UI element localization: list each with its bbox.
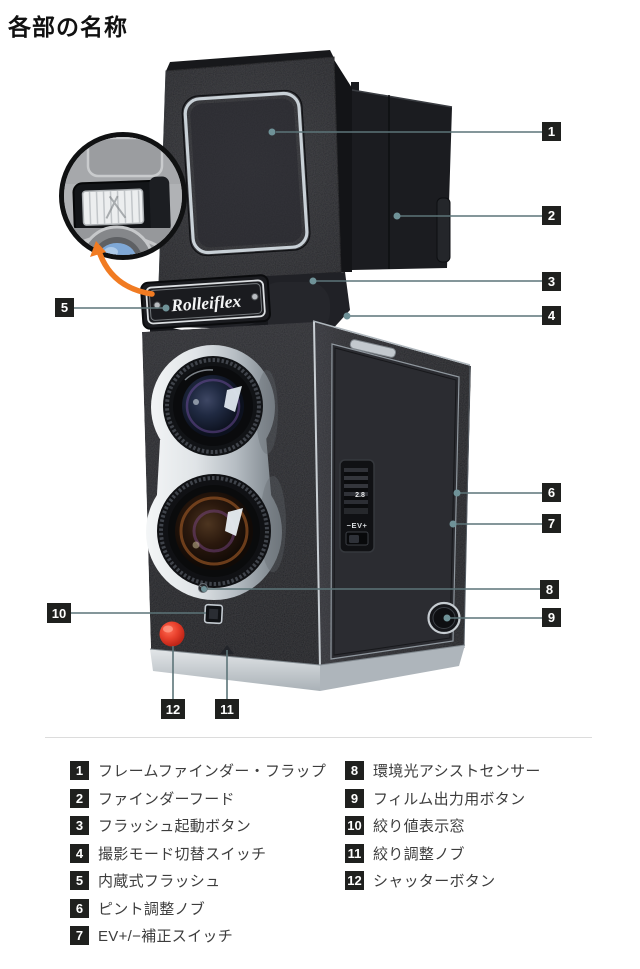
legend-label: シャッターボタン <box>373 873 496 890</box>
legend-item-10: 10 絞り値表示窓 <box>345 816 541 835</box>
callout-9: 9 <box>542 608 561 627</box>
camera-side <box>312 320 471 669</box>
callout-8: 8 <box>540 580 559 599</box>
brand-logo: Rolleiflex <box>170 291 242 316</box>
aperture-display-window <box>203 603 224 625</box>
camera-illustration: 2.8 −EV+ Rolleiflex <box>59 50 542 699</box>
legend-label: 絞り調整ノブ <box>373 845 465 863</box>
taking-lens <box>157 474 271 588</box>
callout-dots <box>162 128 461 622</box>
callout-7: 7 <box>542 514 561 533</box>
page-title: 各部の名称 <box>8 14 128 40</box>
legend-label: フィルム出力用ボタン <box>373 790 526 808</box>
focus-ev-panel: 2.8 −EV+ <box>339 459 375 553</box>
legend-item-3: 3 フラッシュ起動ボタン <box>70 816 326 835</box>
legend-item-12: 12 シャッターボタン <box>345 871 541 890</box>
legend-label: ファインダーフード <box>98 790 235 808</box>
finder-hood <box>158 50 352 286</box>
legend-label: 内蔵式フラッシュ <box>98 873 221 890</box>
base-trim <box>150 649 320 691</box>
callout-1: 1 <box>542 122 561 141</box>
legend-column-right: 8 環境光アシストセンサー 9 フィルム出力用ボタン 10 絞り値表示窓 11 … <box>345 761 541 899</box>
popup-flash <box>72 176 171 235</box>
legend-num: 2 <box>70 788 89 808</box>
divider <box>45 737 592 738</box>
callout-2: 2 <box>542 206 561 225</box>
legend-num: 3 <box>70 816 89 835</box>
aperture-adjust-knob[interactable] <box>220 645 234 654</box>
legend-num: 4 <box>70 843 89 863</box>
legend-num: 8 <box>345 761 364 780</box>
viewing-lens <box>163 356 263 456</box>
legend-label: 環境光アシストセンサー <box>373 763 541 780</box>
legend-column-left: 1 フレームファインダー・フラップ 2 ファインダーフード 3 フラッシュ起動ボ… <box>70 761 326 954</box>
legend-item-2: 2 ファインダーフード <box>70 788 326 808</box>
legend-num: 1 <box>70 761 89 780</box>
focus-knob[interactable]: 2.8 <box>344 468 368 514</box>
legend-item-7: 7 EV+/−補正スイッチ <box>70 926 326 945</box>
flash-inset <box>59 132 187 260</box>
callout-10: 10 <box>47 603 71 623</box>
callout-11: 11 <box>215 699 239 719</box>
finder-hood-rear-flap <box>351 82 453 270</box>
callout-3: 3 <box>542 272 561 291</box>
legend-label: 絞り値表示窓 <box>373 818 465 835</box>
shutter-button[interactable] <box>159 621 185 647</box>
legend-item-4: 4 撮影モード切替スイッチ <box>70 843 326 863</box>
legend-label: フラッシュ起動ボタン <box>98 818 252 835</box>
callout-5: 5 <box>55 298 74 317</box>
nameplate-flash-cover: Rolleiflex <box>140 274 272 330</box>
callout-12: 12 <box>161 699 185 719</box>
legend-item-1: 1 フレームファインダー・フラップ <box>70 761 326 780</box>
legend-item-9: 9 フィルム出力用ボタン <box>345 788 541 808</box>
callout-6: 6 <box>542 483 561 502</box>
legend-num: 6 <box>70 898 89 918</box>
legend-item-6: 6 ピント調整ノブ <box>70 898 326 918</box>
frame-finder-flap <box>181 89 311 257</box>
inset-pointer-arrow <box>90 241 155 297</box>
callout-lines <box>71 131 542 699</box>
ev-switch-label: −EV+ <box>347 521 368 530</box>
legend-num: 11 <box>345 843 364 863</box>
legend-label: フレームファインダー・フラップ <box>98 763 327 780</box>
legend-item-11: 11 絞り調整ノブ <box>345 843 541 863</box>
legend-num: 9 <box>345 788 364 808</box>
legend-label: 撮影モード切替スイッチ <box>98 845 267 863</box>
legend-num: 5 <box>70 871 89 890</box>
legend-label: EV+/−補正スイッチ <box>98 928 233 945</box>
legend-num: 10 <box>345 816 364 835</box>
legend-item-5: 5 内蔵式フラッシュ <box>70 871 326 890</box>
legend-num: 12 <box>345 871 364 890</box>
legend-label: ピント調整ノブ <box>98 900 206 918</box>
camera-figure: 2.8 −EV+ Rolleiflex <box>47 50 561 719</box>
callout-4: 4 <box>542 306 561 325</box>
ev-switch[interactable]: −EV+ <box>345 521 369 546</box>
legend-item-8: 8 環境光アシストセンサー <box>345 761 541 780</box>
legend-num: 7 <box>70 926 89 945</box>
focus-knob-value: 2.8 <box>355 492 365 499</box>
